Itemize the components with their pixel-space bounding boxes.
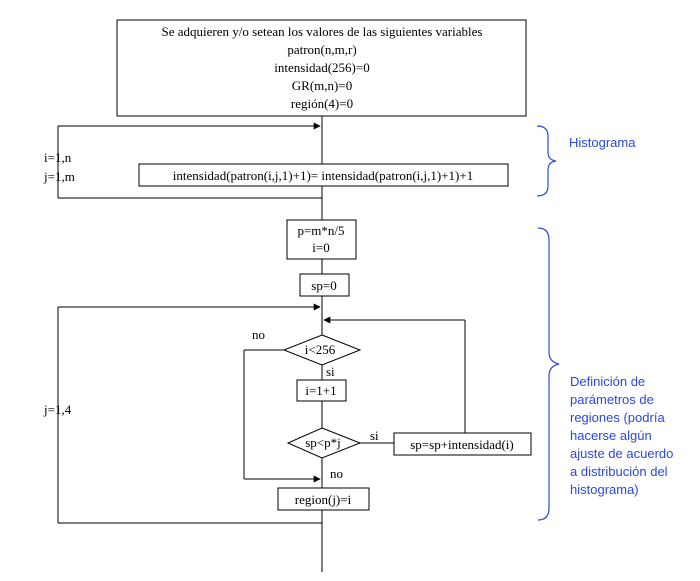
loop1-statement: intensidad(patron(i,j,1)+1)= intensidad(… <box>173 168 473 183</box>
loop2-index-j: j=1,4 <box>43 402 72 417</box>
assign-label: region(j)=i <box>295 492 352 507</box>
definition-note-line-5: ajuste de acuerdo <box>570 446 673 461</box>
increment-label: i=1+1 <box>305 383 336 398</box>
decision-sp-lt-pj-label: sp<p*j <box>305 435 341 450</box>
init-line-3: intensidad(256)=0 <box>274 60 369 75</box>
init-line-2: patron(n,m,r) <box>287 42 356 57</box>
decision-sp-no-label: no <box>330 466 343 481</box>
definition-note-line-6: a distribución del <box>570 464 668 479</box>
accumulate-label: sp=sp+intensidad(i) <box>410 437 514 452</box>
decision-sp-yes-label: si <box>370 428 379 443</box>
histogram-note: Histograma <box>569 135 636 150</box>
definition-note-line-2: parámetros de <box>570 392 654 407</box>
decision-i-yes-label: si <box>326 364 335 379</box>
loop1-index-i: i=1,n <box>44 150 72 165</box>
init-line-5: región(4)=0 <box>291 96 353 111</box>
decision-i-no-label: no <box>252 327 265 342</box>
definition-note-line-7: histograma) <box>570 482 639 497</box>
decision-i-lt-256-label: i<256 <box>305 342 336 357</box>
compute-line-2: i=0 <box>312 240 329 255</box>
loop1-statement-box <box>138 163 509 187</box>
definition-note-line-3: regiones (podría <box>570 410 665 425</box>
definition-brace <box>537 227 560 521</box>
assign-box <box>277 487 370 511</box>
compute-line-1: p=m*n/5 <box>297 223 344 238</box>
loop1-index-j: j=1,m <box>43 169 75 184</box>
definition-note-line-4: hacerse algún <box>570 428 652 443</box>
accumulate-box <box>393 432 532 456</box>
histogram-brace <box>536 125 557 197</box>
init-block: Se adquieren y/o setean los valores de l… <box>116 19 527 117</box>
definition-note-line-1: Definición de <box>570 374 645 389</box>
sp-init-box <box>299 273 350 297</box>
sp-init-label: sp=0 <box>311 278 336 293</box>
init-line-1: Se adquieren y/o setean los valores de l… <box>162 24 483 39</box>
init-line-4: GR(m,n)=0 <box>292 78 352 93</box>
init-box <box>116 19 527 117</box>
